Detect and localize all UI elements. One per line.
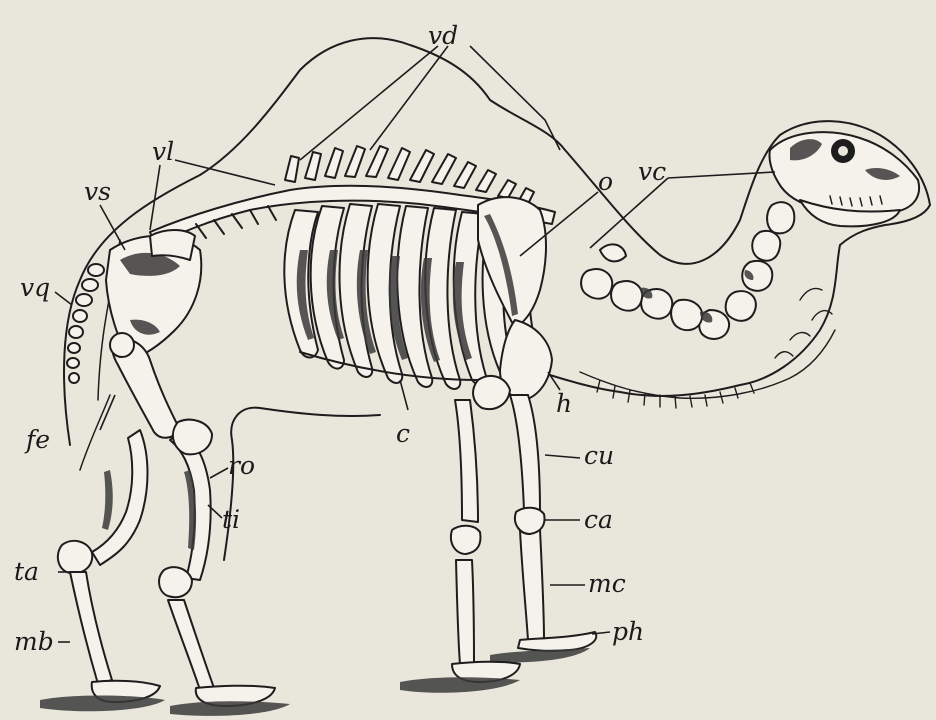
front-knee-far <box>451 526 481 554</box>
front-elbow <box>473 376 510 409</box>
front-hair-fringe <box>580 330 835 408</box>
label-c: c <box>396 419 410 448</box>
label-vs: vs <box>84 177 111 206</box>
label-vd: vd <box>428 21 458 50</box>
tibia-far <box>92 430 148 565</box>
label-ta: ta <box>14 557 39 586</box>
front-cannon-far <box>456 560 474 664</box>
label-vl: vl <box>152 137 174 166</box>
eye-orbit-inner <box>838 146 848 156</box>
label-ti: ti <box>222 505 240 534</box>
label-vq: vq <box>20 273 50 302</box>
belly-outline <box>224 408 380 560</box>
label-o: o <box>598 167 613 196</box>
label-fe: fe <box>24 425 50 454</box>
hind-hock-near <box>159 567 192 597</box>
front-foot-shadow-far <box>400 677 520 693</box>
hind-knee-near <box>173 420 212 455</box>
hind-foot-shadow-far <box>40 696 165 712</box>
front-knee-near <box>515 508 545 534</box>
label-ro: ro <box>228 451 255 480</box>
hind-far-shade <box>102 470 113 530</box>
front-cannon-near <box>520 530 544 640</box>
label-ca: ca <box>584 505 613 534</box>
hind-cannon-near <box>168 600 214 690</box>
label-vc: vc <box>638 157 666 186</box>
sacrum <box>150 230 195 260</box>
hind-foot-shadow-near <box>170 701 290 716</box>
label-mc: mc <box>588 569 626 598</box>
hind-cannon-far <box>70 572 112 684</box>
label-h: h <box>556 389 572 418</box>
label-cu: cu <box>584 441 614 470</box>
hind-hock-far <box>58 541 92 573</box>
front-radius-far <box>455 400 478 522</box>
front-radius-near <box>510 395 540 512</box>
label-mb: mb <box>14 627 54 656</box>
femur-head <box>110 333 134 357</box>
tail-vertebrae <box>67 264 104 383</box>
cervical-vertebrae <box>581 202 794 339</box>
label-ph: ph <box>612 617 644 646</box>
